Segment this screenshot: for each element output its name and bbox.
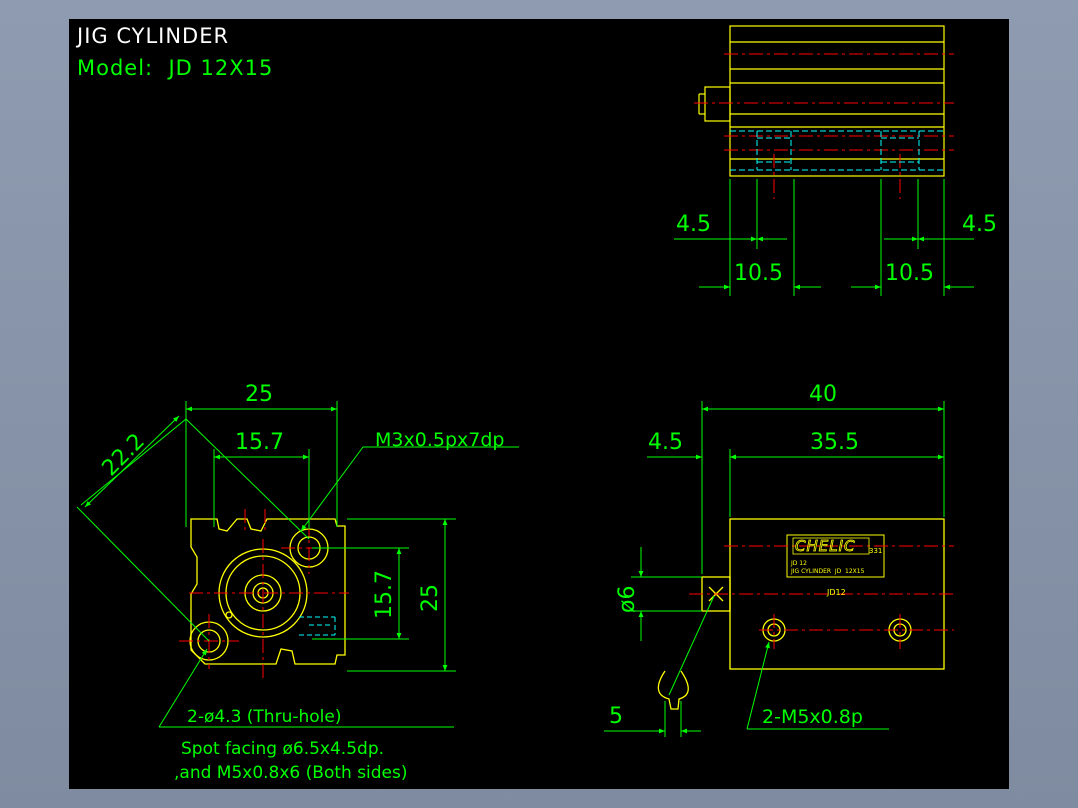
drawing-title: JIG CYLINDER xyxy=(75,24,229,48)
side-dim-rod-dia: ø6 xyxy=(615,586,640,613)
hole-note-line2: Spot facing ø6.5x4.5dp. xyxy=(181,739,384,759)
top-dim-left-small: 4.5 xyxy=(676,212,711,237)
port-callout: 2-M5x0.8p xyxy=(762,706,863,728)
front-dim-inner: 15.7 xyxy=(235,430,284,455)
front-dim-width: 25 xyxy=(245,382,273,407)
front-view-hidden xyxy=(299,616,336,636)
hole-note-line1: 2-ø4.3 (Thru-hole) xyxy=(187,707,341,727)
drawing-canvas[interactable]: JIG CYLINDER Model: JD 12X15 xyxy=(69,19,1009,789)
hole-note-line3: ,and M5x0.8x6 (Both sides) xyxy=(174,763,408,783)
brand-logo-box xyxy=(792,537,870,555)
thread-callout: M3x0.5px7dp xyxy=(375,429,504,451)
side-view-centerlines xyxy=(689,545,954,649)
brand-logo: CHELIC xyxy=(795,537,856,555)
side-dim-total: 40 xyxy=(809,382,837,407)
top-dim-left-large: 10.5 xyxy=(734,261,783,286)
side-view-dimensions xyxy=(604,401,945,737)
top-dim-right-large: 10.5 xyxy=(885,261,934,286)
top-view: 4.5 4.5 10.5 10.5 xyxy=(674,25,997,296)
front-dim-vertical-inner: 15.7 xyxy=(372,570,397,619)
top-view-outline xyxy=(698,25,945,177)
front-dim-height: 25 xyxy=(418,584,443,612)
side-dim-offset: 4.5 xyxy=(648,430,683,455)
nameplate-line1: JD 12 xyxy=(790,560,807,567)
front-view-outline xyxy=(189,518,346,665)
cad-drawing: JIG CYLINDER Model: JD 12X15 xyxy=(75,24,997,783)
side-view: 40 4.5 35.5 ø6 5 2-M5x0.8p CHELIC 331 JD… xyxy=(604,382,954,737)
side-dim-five: 5 xyxy=(609,704,623,729)
side-dim-body: 35.5 xyxy=(810,430,859,455)
top-view-dimensions xyxy=(674,179,974,296)
top-dim-right-small: 4.5 xyxy=(962,212,997,237)
nameplate-line2: JIG CYLINDER JD 12X15 xyxy=(790,568,865,575)
top-view-hidden-lines xyxy=(730,130,944,171)
front-view: 25 15.7 22.2 25 15.7 M3x0.5px7dp 2-ø4.3 … xyxy=(76,382,519,783)
front-view-dimensions xyxy=(76,401,519,728)
brand-code: 331 xyxy=(869,547,882,555)
model-label: Model: JD 12X15 xyxy=(77,56,273,80)
body-mark: JD12 xyxy=(826,588,846,597)
